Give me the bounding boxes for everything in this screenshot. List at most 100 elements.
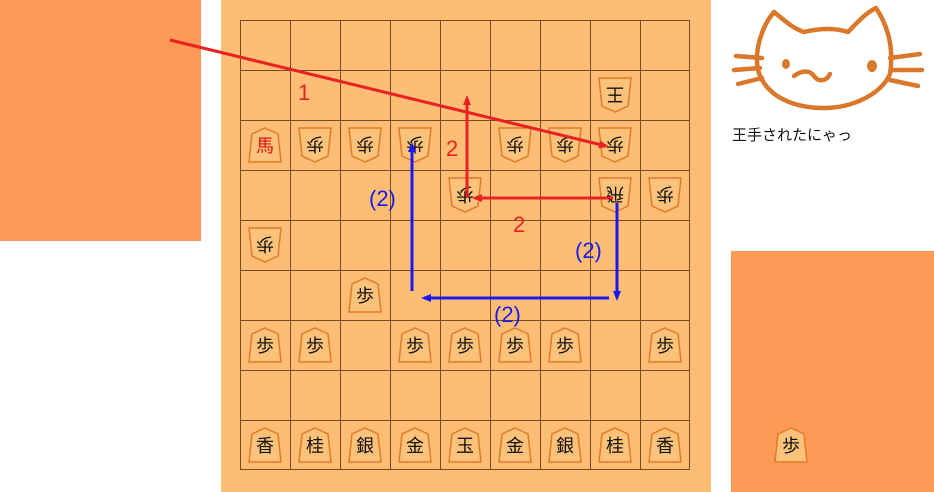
piece-label: 歩: [556, 335, 574, 357]
piece-shape-icon: [398, 327, 432, 363]
piece-shape-icon: [248, 427, 282, 463]
board-piece-s-lance-9[interactable]: 香: [245, 425, 285, 465]
grid-line-vertical: [640, 21, 641, 469]
piece-shape-icon: [648, 427, 682, 463]
hand-piece-label: 歩: [782, 435, 800, 457]
board-piece-s-pawn-5[interactable]: 歩: [445, 325, 485, 365]
piece-shape-icon: [598, 127, 632, 163]
board-piece-e-pawn-4[interactable]: 歩: [495, 125, 535, 165]
piece-label: 歩: [656, 335, 674, 357]
board-piece-s-pawn-3[interactable]: 歩: [545, 325, 585, 365]
piece-shape-icon: [498, 327, 532, 363]
arrow-label-alt-up: (2): [369, 186, 396, 211]
board-piece-s-silver-7[interactable]: 銀: [345, 425, 385, 465]
piece-label: 歩: [506, 335, 524, 357]
arrow-label-move-1: 1: [298, 80, 311, 105]
piece-shape-icon: [298, 427, 332, 463]
board-piece-s-knight-8[interactable]: 桂: [295, 425, 335, 465]
piece-label: 馬: [256, 135, 274, 157]
board-piece-e-pawn-1[interactable]: 歩: [645, 175, 685, 215]
piece-shape-icon: [348, 277, 382, 313]
piece-label: 金: [406, 435, 424, 457]
cat-face-icon: [731, 5, 925, 111]
board-piece-e-pawn-2[interactable]: 歩: [595, 125, 635, 165]
piece-shape-icon: [398, 427, 432, 463]
piece-label: 桂: [306, 435, 324, 457]
board-piece-s-pawn-9[interactable]: 歩: [245, 325, 285, 365]
piece-shape-icon: [298, 127, 332, 163]
board-piece-e-pawn-9[interactable]: 歩: [245, 225, 285, 265]
hand-piece-pawn[interactable]: 歩: [771, 425, 811, 465]
board-piece-e-pawn-8[interactable]: 歩: [295, 125, 335, 165]
piece-shape-icon: [248, 327, 282, 363]
piece-label: 歩: [456, 335, 474, 357]
grid-line-vertical: [440, 21, 441, 469]
board-piece-s-gold-6[interactable]: 金: [395, 425, 435, 465]
board-piece-s-silver-3[interactable]: 銀: [545, 425, 585, 465]
arrow-move-1: [169, 38, 609, 149]
arrow-label-alt-left: (2): [494, 302, 521, 327]
piece-shape-icon: [774, 427, 808, 463]
board-piece-s-pawn-6[interactable]: 歩: [395, 325, 435, 365]
piece-label: 歩: [406, 335, 424, 357]
piece-shape-icon: [248, 227, 282, 263]
piece-label: 歩: [356, 285, 374, 307]
piece-shape-icon: [498, 127, 532, 163]
board-piece-e-pawn-7[interactable]: 歩: [345, 125, 385, 165]
board-piece-s-pawn-4[interactable]: 歩: [495, 325, 535, 365]
piece-shape-icon: [598, 77, 632, 113]
grid-line-horizontal: [241, 320, 689, 321]
piece-shape-icon: [448, 427, 482, 463]
piece-shape-icon: [348, 427, 382, 463]
piece-label: 桂: [606, 435, 624, 457]
piece-label: 銀: [356, 435, 374, 457]
grid-line-vertical: [340, 21, 341, 469]
piece-shape-icon: [498, 427, 532, 463]
grid-line-vertical: [540, 21, 541, 469]
piece-shape-icon: [248, 127, 282, 163]
piece-label: 香: [256, 435, 274, 457]
grid-line-vertical: [390, 21, 391, 469]
piece-shape-icon: [348, 127, 382, 163]
arrow-label-move-2-left: 2: [513, 212, 526, 237]
board-piece-e-rook[interactable]: 飛: [595, 175, 635, 215]
piece-shape-icon: [648, 327, 682, 363]
piece-label: 金: [506, 435, 524, 457]
grid-line-horizontal: [241, 220, 689, 221]
board-piece-p-horse[interactable]: 馬: [245, 125, 285, 165]
piece-shape-icon: [448, 177, 482, 213]
piece-label: 銀: [556, 435, 574, 457]
piece-shape-icon: [298, 327, 332, 363]
grid-line-horizontal: [241, 170, 689, 171]
piece-label: 歩: [306, 335, 324, 357]
grid-line-horizontal: [241, 70, 689, 71]
grid-line-vertical: [490, 21, 491, 469]
board-piece-s-lance-1[interactable]: 香: [645, 425, 685, 465]
gote-piece-stand: [0, 0, 201, 241]
piece-shape-icon: [448, 327, 482, 363]
board-piece-s-pawn-1[interactable]: 歩: [645, 325, 685, 365]
grid-line-horizontal: [241, 120, 689, 121]
board-piece-e-king[interactable]: 王: [595, 75, 635, 115]
grid-line-horizontal: [241, 270, 689, 271]
piece-shape-icon: [598, 427, 632, 463]
piece-label: 玉: [456, 435, 474, 457]
piece-shape-icon: [548, 427, 582, 463]
board-piece-s-knight-2[interactable]: 桂: [595, 425, 635, 465]
grid-line-horizontal: [241, 370, 689, 371]
sente-piece-stand: 歩: [731, 251, 934, 492]
arrow-label-move-2-up: 2: [446, 136, 459, 161]
piece-shape-icon: [548, 327, 582, 363]
board-piece-s-gold-4[interactable]: 金: [495, 425, 535, 465]
board-piece-e-pawn-5[interactable]: 歩: [445, 175, 485, 215]
caption-text: 王手されたにゃっ: [732, 126, 853, 144]
board-piece-s-pawn-8[interactable]: 歩: [295, 325, 335, 365]
board-piece-s-king[interactable]: 玉: [445, 425, 485, 465]
board-piece-s-pawn-7[interactable]: 歩: [345, 275, 385, 315]
piece-label: 歩: [256, 335, 274, 357]
piece-shape-icon: [598, 177, 632, 213]
grid-line-vertical: [290, 21, 291, 469]
piece-shape-icon: [648, 177, 682, 213]
piece-label: 香: [656, 435, 674, 457]
